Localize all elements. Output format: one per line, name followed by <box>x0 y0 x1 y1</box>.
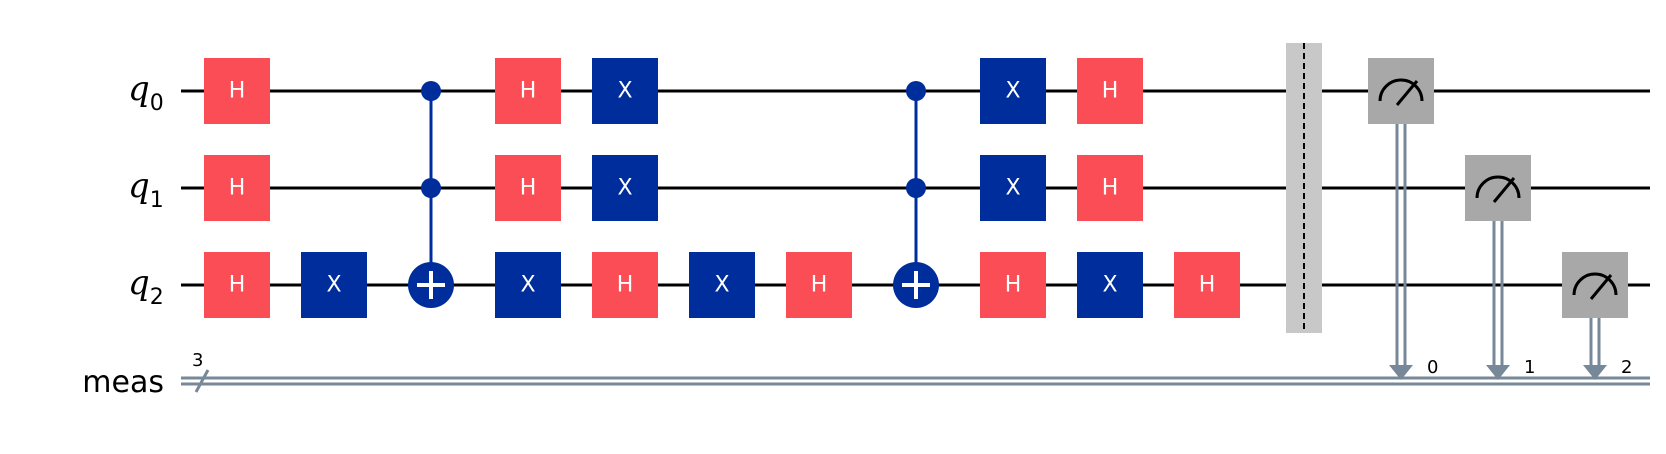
h-gate-label: H <box>229 79 246 104</box>
x-gate <box>592 58 658 124</box>
meter-needle <box>1395 80 1419 106</box>
qubit-label-2: q2 <box>128 263 164 310</box>
control-dot <box>421 81 441 101</box>
h-gate <box>1174 252 1240 318</box>
h-gate <box>204 58 270 124</box>
measure-arrow <box>1583 365 1607 380</box>
measure-bit-label: 1 <box>1524 357 1535 378</box>
h-gate-label: H <box>617 273 634 298</box>
measure-gate <box>1562 252 1628 318</box>
measure-bit-label: 2 <box>1621 357 1632 378</box>
x-gate-label: X <box>1102 273 1117 298</box>
control-dot <box>421 178 441 198</box>
h-gate-label: H <box>229 176 246 201</box>
h-gate <box>1077 155 1143 221</box>
h-gate-label: H <box>811 273 828 298</box>
h-gate <box>204 155 270 221</box>
measure-arrow <box>1486 365 1510 380</box>
control-dot <box>906 81 926 101</box>
meter-icon <box>1572 272 1618 296</box>
measure-arrow <box>1389 365 1413 380</box>
classical-register-label: meas <box>82 365 164 400</box>
h-gate <box>980 252 1046 318</box>
x-gate-label: X <box>714 273 729 298</box>
meter-icon <box>1378 78 1424 102</box>
h-gate-label: H <box>520 79 537 104</box>
h-gate <box>592 252 658 318</box>
register-width-label: 3 <box>192 350 203 371</box>
x-gate-label: X <box>617 79 632 104</box>
x-gate <box>980 155 1046 221</box>
meter-needle <box>1492 177 1516 203</box>
x-gate-label: X <box>1005 79 1020 104</box>
x-gate <box>495 252 561 318</box>
x-gate <box>689 252 755 318</box>
measure-gate <box>1368 58 1434 124</box>
control-dot <box>906 178 926 198</box>
h-gate <box>786 252 852 318</box>
x-gate <box>301 252 367 318</box>
x-gate-label: X <box>520 273 535 298</box>
x-gate <box>592 155 658 221</box>
x-gate-label: X <box>326 273 341 298</box>
h-gate-label: H <box>1005 273 1022 298</box>
h-gate <box>495 58 561 124</box>
qubit-label-0: q0 <box>128 69 164 116</box>
h-gate-label: H <box>1102 176 1119 201</box>
measure-bit-label: 0 <box>1427 357 1438 378</box>
h-gate-label: H <box>229 273 246 298</box>
h-gate-label: H <box>1199 273 1216 298</box>
qubit-label-1: q1 <box>128 166 164 213</box>
gates-layer: H H H X H H X X X H X H X X H H H X H 0 1 2 <box>204 43 1632 380</box>
meter-icon <box>1475 175 1521 199</box>
measure-gate <box>1465 155 1531 221</box>
x-gate <box>1077 252 1143 318</box>
x-gate <box>980 58 1046 124</box>
meter-needle <box>1589 274 1613 300</box>
h-gate <box>1077 58 1143 124</box>
x-gate-label: X <box>617 176 632 201</box>
h-gate <box>495 155 561 221</box>
h-gate <box>204 252 270 318</box>
x-gate-label: X <box>1005 176 1020 201</box>
h-gate-label: H <box>520 176 537 201</box>
register-width-slash <box>194 369 210 393</box>
h-gate-label: H <box>1102 79 1119 104</box>
